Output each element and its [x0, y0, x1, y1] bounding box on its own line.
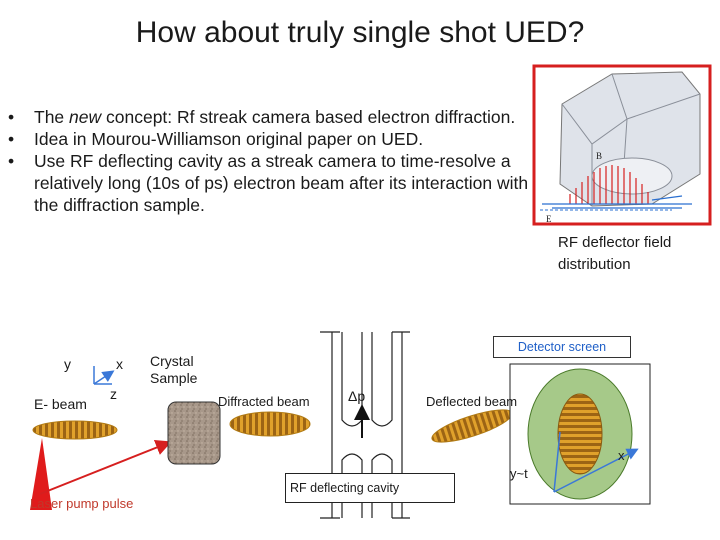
incident-beam: [32, 420, 118, 440]
diffracted-beam-shape: [229, 411, 311, 437]
screen-x-label: x: [618, 448, 625, 463]
screen-axis-y: [553, 431, 561, 493]
screen-y-label: y~t: [510, 466, 528, 481]
crystal-sample: [167, 401, 221, 465]
detector-screen-label-box: Detector screen: [493, 336, 631, 358]
detector-screen-label: Detector screen: [517, 340, 607, 354]
e-beam-label: E- beam: [34, 396, 87, 412]
diffracted-beam-label: Diffracted beam: [218, 394, 310, 409]
e-label: E: [546, 214, 552, 224]
axis-x-label: x: [116, 356, 123, 372]
axis-y-label: y: [64, 356, 71, 372]
bullet-item: Use RF deflecting cavity as a streak cam…: [8, 150, 538, 216]
axis-x-arrow: [93, 370, 115, 385]
deflected-beam-label: Deflected beam: [426, 394, 518, 409]
rf-cavity-label: RF deflecting cavity: [285, 473, 455, 503]
delta-p-label: Δp: [348, 388, 366, 404]
screen-axis-x: [553, 448, 639, 493]
b-label: B: [596, 151, 602, 161]
crystal-sample-label: Crystal Sample: [150, 353, 198, 386]
figure-caption: RF deflector field distribution: [558, 234, 672, 273]
slide-title: How about truly single shot UED?: [135, 16, 585, 49]
bullet-item: Idea in Mourou-Williamson original paper…: [8, 128, 538, 150]
axis-z-label: z: [110, 386, 117, 402]
deflected-beam-shape: [431, 409, 513, 443]
laser-pump-label: Laser pump pulse: [30, 496, 134, 511]
bullet-list: The new concept: Rf streak camera based …: [8, 106, 538, 216]
experiment-diagram: [30, 331, 651, 519]
bullet-item: The new concept: Rf streak camera based …: [8, 106, 538, 128]
laser-arrow: [39, 440, 172, 495]
rf-deflector-figure: B E: [532, 64, 712, 226]
